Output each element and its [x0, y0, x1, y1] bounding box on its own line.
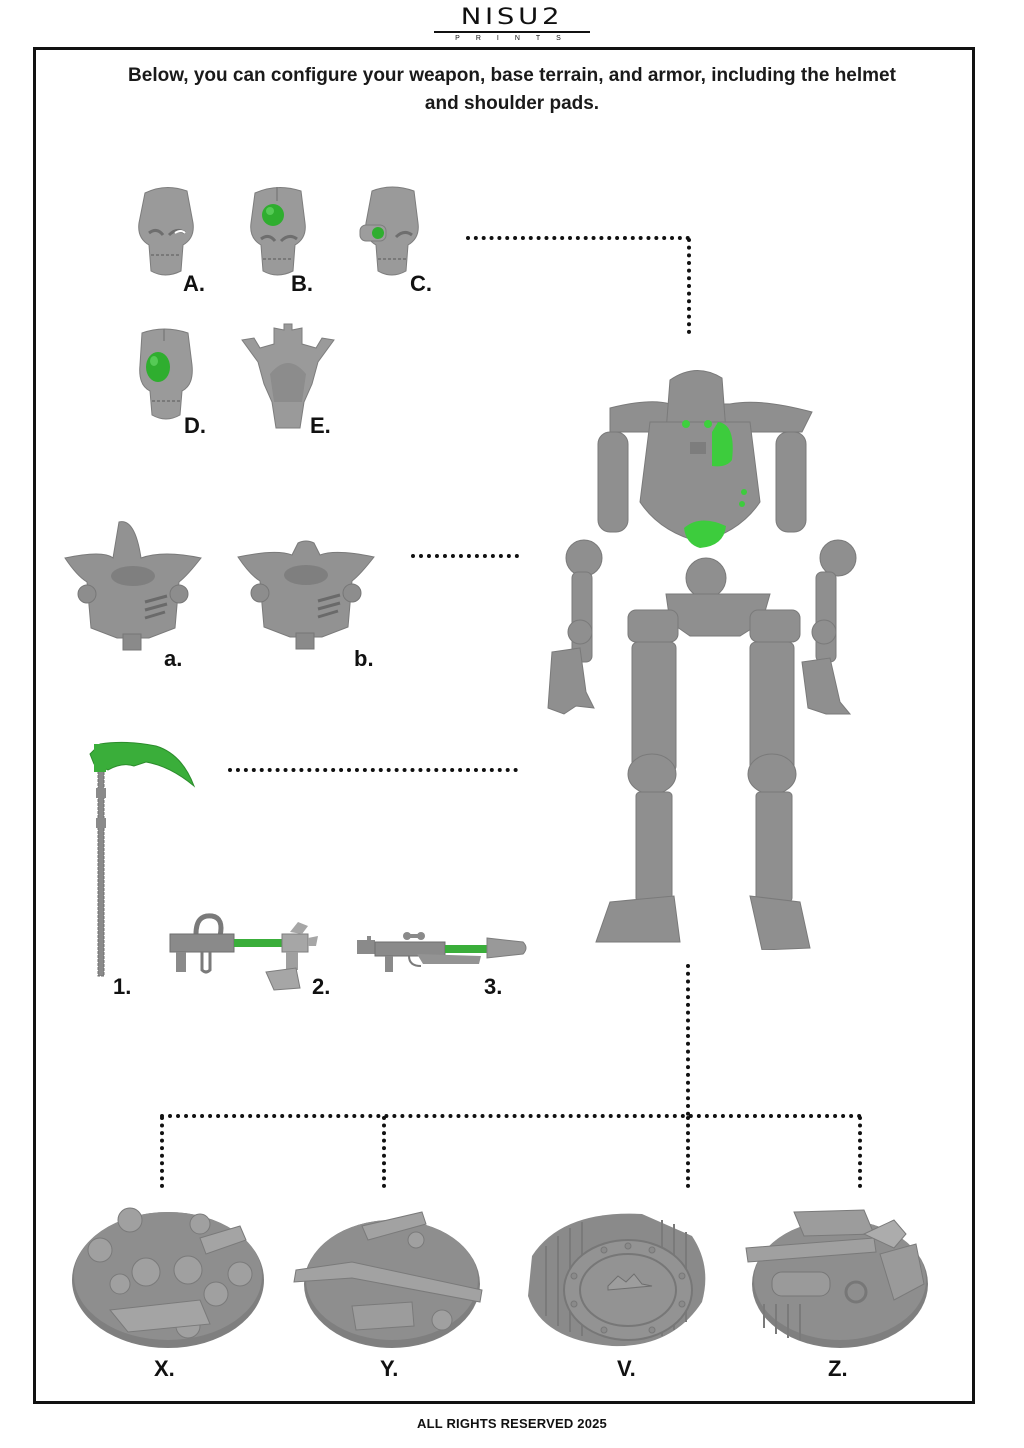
torso-label-a: a.	[164, 646, 183, 671]
page-frame	[33, 47, 975, 1404]
helmet-c-icon	[359, 186, 419, 276]
helmet-label-c: C.	[410, 271, 432, 296]
helmet-label-e: E.	[310, 413, 331, 438]
helmet-label-a: A.	[183, 271, 205, 296]
torso-a-icon	[64, 521, 202, 651]
weapon-option-1[interactable]	[86, 740, 196, 980]
helmet-e-icon	[241, 323, 335, 429]
gauss-flayer-rifle-icon	[357, 932, 527, 972]
torso-b-icon	[237, 540, 375, 650]
base-option-y[interactable]	[292, 1206, 488, 1350]
logo-divider	[434, 31, 590, 33]
weapon-label-1: 1.	[113, 974, 132, 999]
tech-panel-base-icon	[745, 1209, 928, 1348]
ruined-girder-base-icon	[293, 1211, 483, 1348]
weapon-connector	[228, 768, 518, 772]
torso-option-b[interactable]	[236, 535, 376, 653]
base-connector-y	[382, 1116, 386, 1188]
base-option-z[interactable]	[744, 1204, 932, 1350]
skull-rubble-base-icon	[72, 1207, 264, 1348]
weapon-option-2[interactable]	[168, 912, 322, 992]
weapon-label-3: 3.	[484, 974, 503, 999]
helmet-option-d[interactable]	[136, 325, 198, 425]
base-option-x[interactable]	[70, 1200, 266, 1350]
helmet-option-b[interactable]	[247, 183, 309, 283]
weapon-option-3[interactable]	[355, 928, 531, 978]
intro-text: Below, you can configure your weapon, ba…	[128, 65, 896, 114]
gauss-blaster-axe-icon	[169, 913, 318, 991]
base-connector-z	[858, 1116, 862, 1188]
helmet-b-icon	[250, 187, 306, 276]
robot-model-icon	[547, 370, 857, 950]
copyright-footer: ALL RIGHTS RESERVED 2025	[417, 1416, 607, 1431]
base-label-y: Y.	[380, 1356, 399, 1381]
torso-connector	[411, 554, 519, 558]
brand-subtitle: PRINTS	[455, 35, 577, 42]
base-label-z: Z.	[828, 1356, 848, 1381]
base-connector-horizontal	[160, 1114, 862, 1118]
helmet-a-icon	[138, 187, 194, 276]
base-connector-x	[160, 1116, 164, 1188]
helmet-label-d: D.	[184, 413, 206, 438]
helmet-connector-horizontal	[466, 236, 690, 240]
helmet-connector-vertical	[687, 238, 691, 334]
brand-name: NISU2	[460, 5, 564, 30]
base-connector-v	[686, 1116, 690, 1188]
helmet-d-icon	[139, 328, 193, 420]
helmet-label-b: B.	[291, 271, 313, 296]
base-label-x: X.	[154, 1356, 175, 1381]
helmet-option-c[interactable]	[358, 183, 424, 283]
hatch-plate-base-icon	[528, 1213, 706, 1347]
assembled-model	[540, 362, 864, 950]
brand-logo: NISU2 PRINTS	[432, 6, 592, 42]
helmet-option-e[interactable]	[240, 322, 336, 430]
warscythe-icon	[89, 741, 196, 977]
torso-option-a[interactable]	[63, 518, 203, 653]
torso-label-b: b.	[354, 646, 374, 671]
helmet-option-a[interactable]	[135, 183, 197, 283]
base-option-v[interactable]	[522, 1206, 712, 1350]
base-label-v: V.	[617, 1356, 636, 1381]
base-connector-trunk	[686, 964, 690, 1116]
weapon-label-2: 2.	[312, 974, 331, 999]
